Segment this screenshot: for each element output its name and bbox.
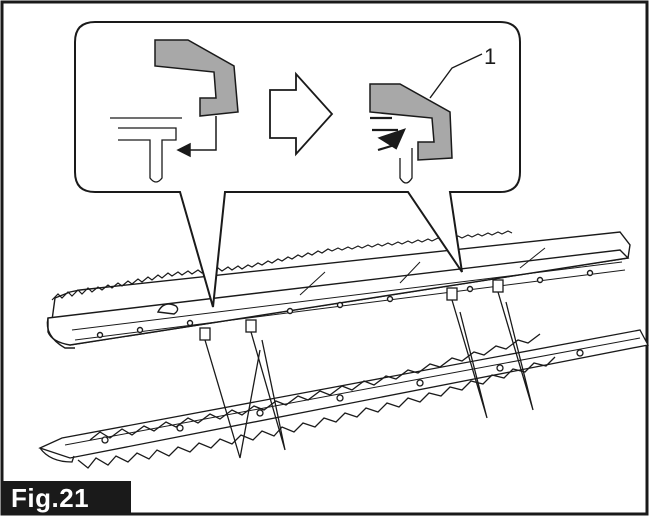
clip-tab-after xyxy=(399,148,413,184)
hook-before xyxy=(154,39,239,117)
trimmer-blade xyxy=(38,329,649,469)
callout-leader xyxy=(429,53,483,99)
clip-tab-before xyxy=(110,117,182,183)
alignment-lines xyxy=(204,291,534,459)
clip-2 xyxy=(245,319,257,333)
right-arrow-outline-icon xyxy=(269,71,334,157)
clip-3 xyxy=(446,287,458,301)
clip-4 xyxy=(492,279,504,293)
click-burst-icon xyxy=(370,116,407,152)
insert-arrow xyxy=(176,116,217,158)
blade-cover xyxy=(46,230,631,349)
hook-after xyxy=(369,83,453,161)
callout-number: 1 xyxy=(484,44,497,69)
figure-label: Fig.21 xyxy=(3,481,131,515)
clip-1 xyxy=(199,327,211,341)
